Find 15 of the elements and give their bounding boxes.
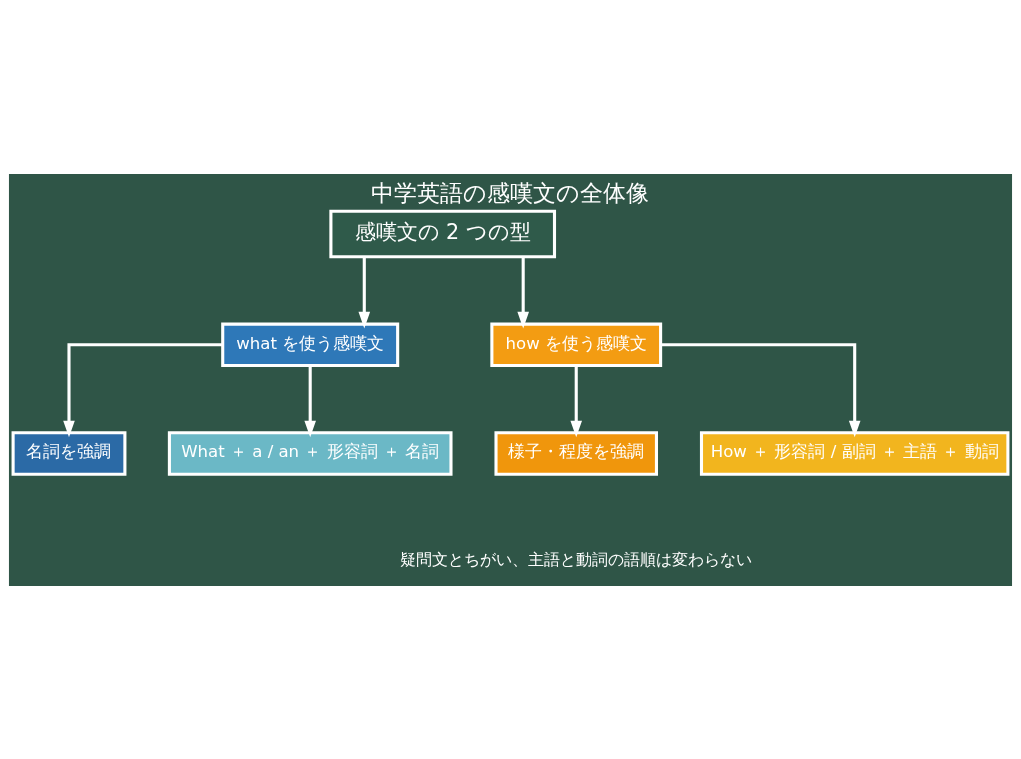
node-box: What ＋ a / an ＋ 形容詞 ＋ 名詞 xyxy=(167,430,453,476)
node-box: 様子・程度を強調 xyxy=(494,430,658,476)
arrow xyxy=(358,256,371,328)
node-box: How ＋ 形容詞 / 副詞 ＋ 主語 ＋ 動詞 xyxy=(699,430,1010,476)
node-box: 名詞を強調 xyxy=(11,430,127,476)
arrow xyxy=(660,342,861,437)
node-box: what を使う感嘆文 xyxy=(221,322,400,367)
diagram-title: 中学英語の感嘆文の全体像 xyxy=(371,179,650,205)
caption: 疑問文とちがい、主語と動詞の語順は変わらない xyxy=(400,550,753,569)
node-box: 感嘆文の 2 つの型 xyxy=(329,209,557,258)
node-box: how を使う感嘆文 xyxy=(490,322,663,367)
arrow xyxy=(304,365,316,437)
arrow xyxy=(63,342,223,437)
arrow xyxy=(570,365,583,437)
arrow xyxy=(517,256,529,328)
